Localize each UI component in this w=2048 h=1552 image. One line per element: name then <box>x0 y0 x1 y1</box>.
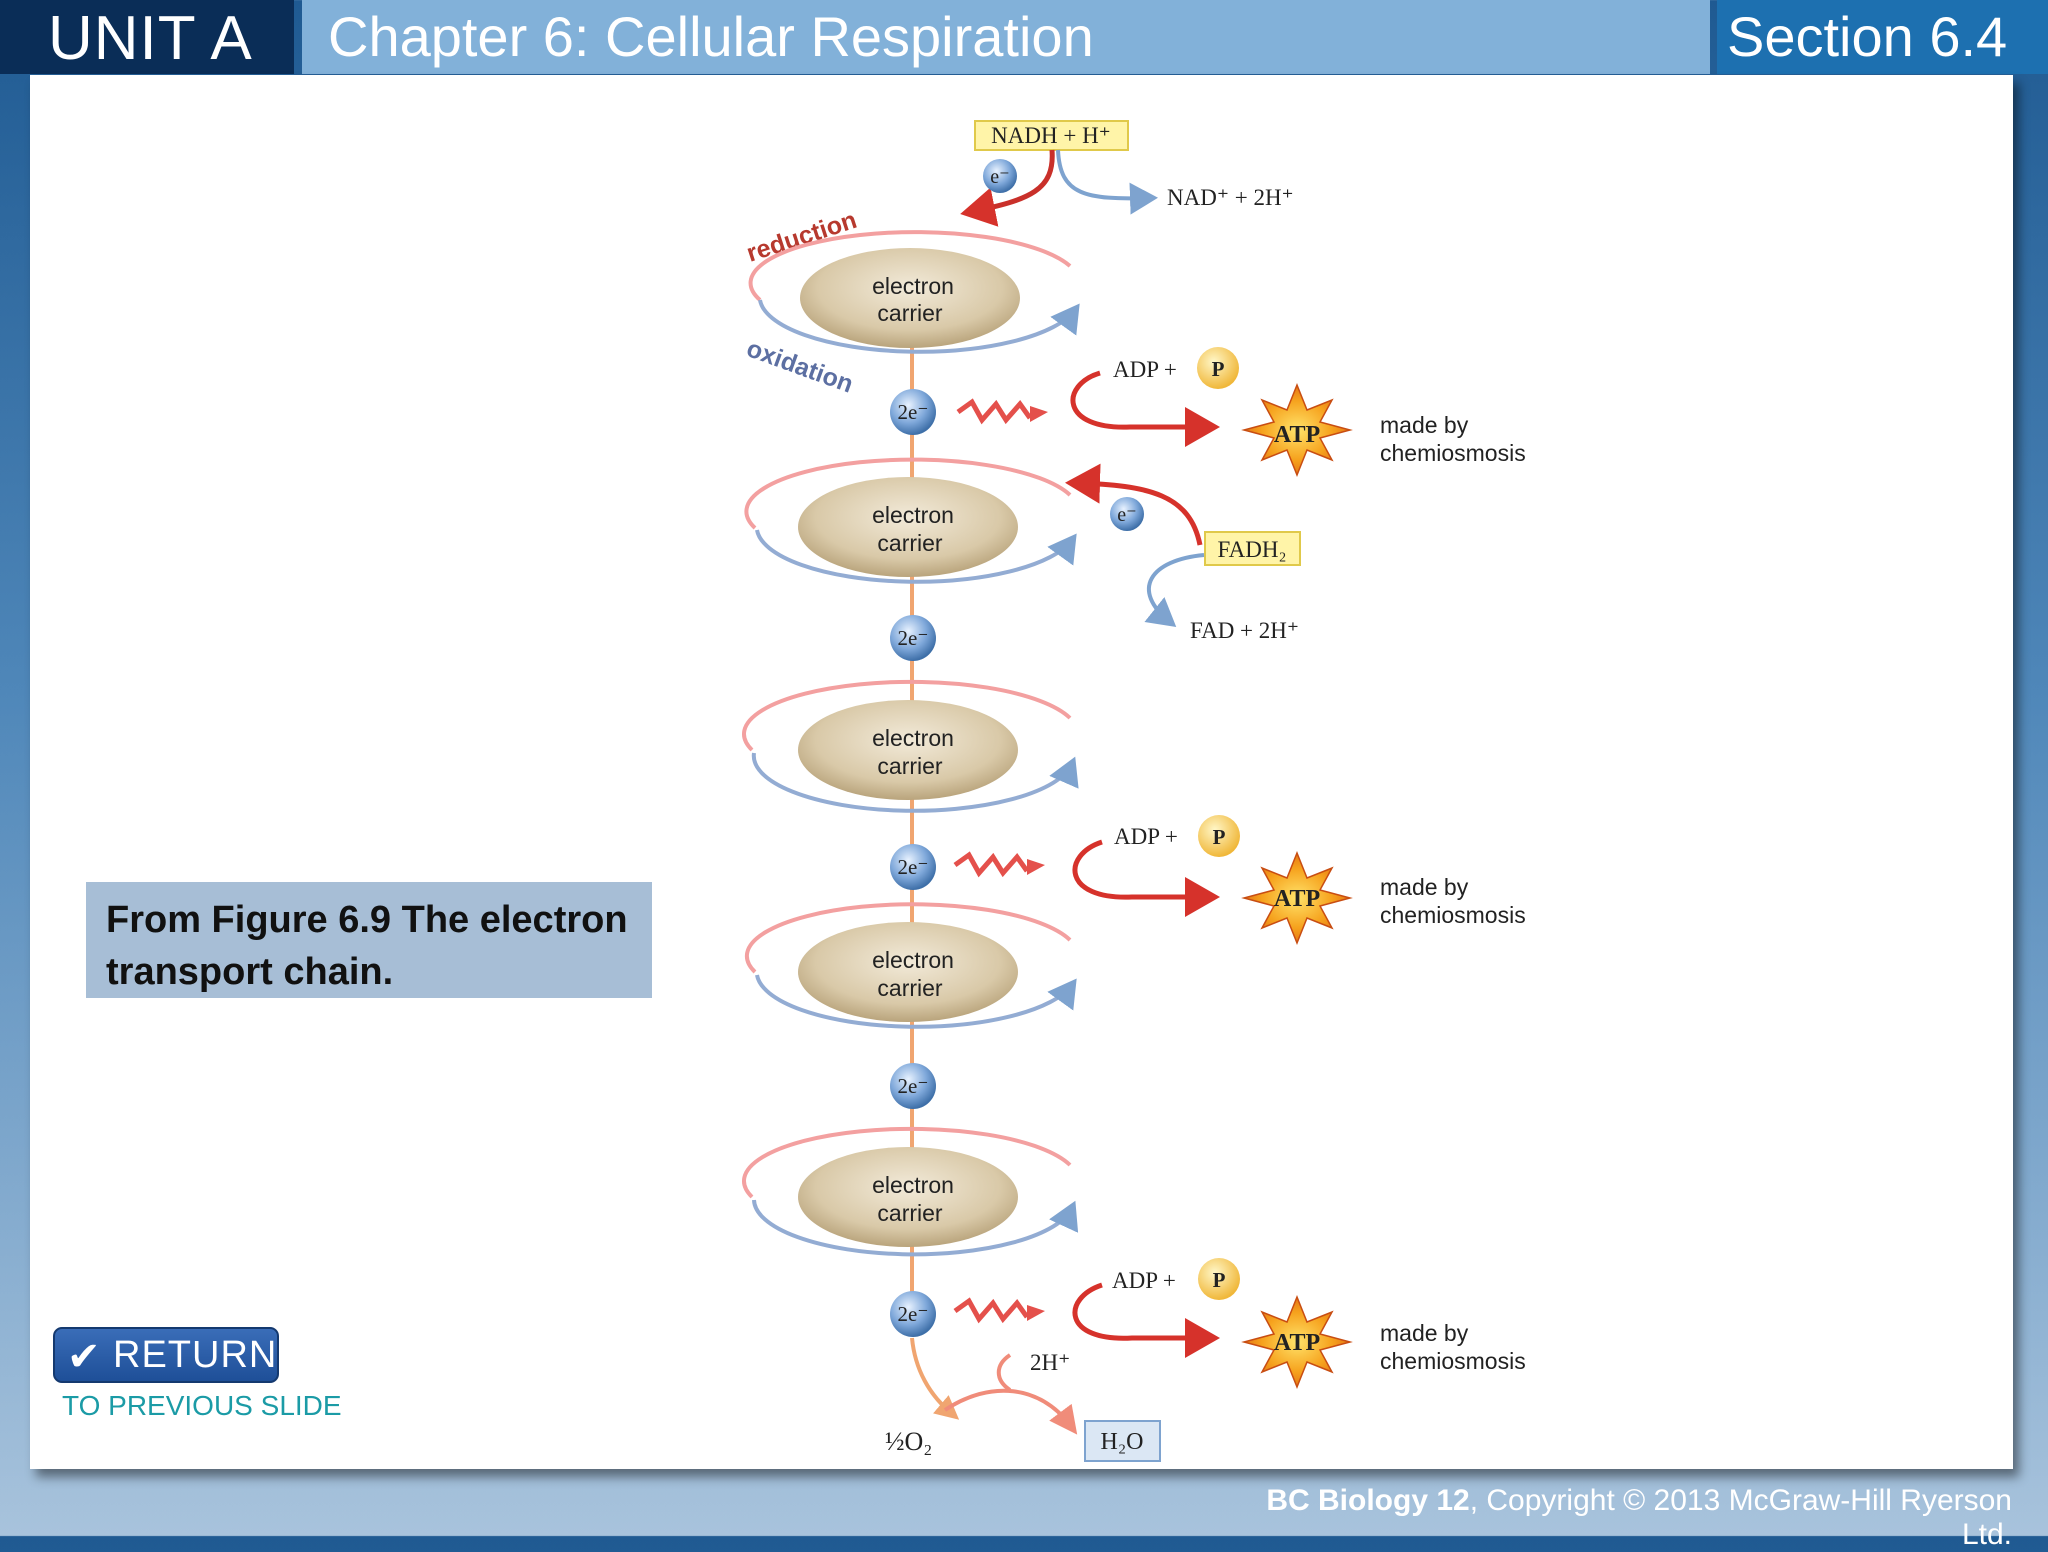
svg-text:2H⁺: 2H⁺ <box>1030 1350 1070 1375</box>
figure-caption: From Figure 6.9 The electron transport c… <box>86 882 652 998</box>
electron-pair-3: 2e⁻ <box>890 844 936 890</box>
phosphate-icon <box>1198 815 1240 857</box>
svg-text:P: P <box>1213 825 1226 849</box>
svg-text:made by: made by <box>1380 412 1469 438</box>
phosphate-icon <box>1197 347 1239 389</box>
electron-carrier-5: electron carrier <box>741 1126 1079 1257</box>
atp-starburst-icon <box>1241 1294 1353 1390</box>
atp-synthesis-3: ADP + P ATP made by chemiosmosis <box>1072 1258 1526 1390</box>
return-button[interactable]: ✔ RETURN <box>53 1327 279 1383</box>
energy-zigzag-1 <box>956 398 1048 425</box>
return-label: RETURN <box>113 1334 278 1376</box>
svg-text:electron: electron <box>872 725 954 751</box>
svg-text:P: P <box>1212 357 1225 381</box>
electron-carrier-3: electron carrier <box>741 679 1079 813</box>
electron-carrier-4: electron carrier <box>744 902 1077 1029</box>
svg-text:2e⁻: 2e⁻ <box>898 626 929 650</box>
water-formation: 2H⁺ ½O₂ H₂O <box>885 1337 1161 1462</box>
svg-text:carrier: carrier <box>877 753 943 779</box>
electron-carrier-1: electron carrier <box>748 230 1080 354</box>
svg-text:electron: electron <box>872 1172 954 1198</box>
svg-text:electron: electron <box>872 502 954 528</box>
svg-text:made by: made by <box>1380 1320 1469 1346</box>
electron-pair-2: 2e⁻ <box>890 615 936 661</box>
svg-text:ADP +: ADP + <box>1114 824 1178 849</box>
svg-text:ATP: ATP <box>1274 422 1320 448</box>
svg-text:chemiosmosis: chemiosmosis <box>1380 902 1526 928</box>
checkmark-icon: ✔ <box>67 1335 101 1379</box>
svg-text:carrier: carrier <box>877 530 943 556</box>
svg-text:made by: made by <box>1380 874 1469 900</box>
footer-book: BC Biology 12 <box>1266 1484 1470 1517</box>
svg-text:½O₂: ½O₂ <box>885 1427 932 1456</box>
nad-blue-arrow <box>1056 149 1158 215</box>
svg-text:electron: electron <box>872 273 954 299</box>
section-title: Section 6.4 <box>1717 0 2048 74</box>
unit-title: UNIT A <box>0 0 294 74</box>
svg-text:ADP +: ADP + <box>1113 357 1177 382</box>
fadh2-input: e⁻ FADH₂ FAD + 2H⁺ <box>1065 463 1301 643</box>
nadh-red-arrow <box>960 149 1055 227</box>
svg-text:carrier: carrier <box>877 975 943 1001</box>
svg-text:H₂O: H₂O <box>1100 1429 1143 1455</box>
electron-pair-4: 2e⁻ <box>890 1063 936 1109</box>
electron-icon: e⁻ <box>983 159 1017 193</box>
svg-text:chemiosmosis: chemiosmosis <box>1380 1348 1526 1374</box>
svg-text:FADH₂: FADH₂ <box>1218 537 1287 562</box>
header-bar: UNIT A Chapter 6: Cellular Respiration S… <box>0 0 2048 74</box>
svg-text:electron: electron <box>872 947 954 973</box>
atp-starburst-icon <box>1241 850 1353 946</box>
svg-text:carrier: carrier <box>877 1200 943 1226</box>
slide-content <box>30 75 2013 1469</box>
footer-copyright: BC Biology 12, Copyright © 2013 McGraw-H… <box>1242 1484 2012 1552</box>
atp-starburst-icon <box>1241 382 1353 478</box>
chapter-title: Chapter 6: Cellular Respiration <box>302 0 1710 74</box>
electron-pair-5: 2e⁻ <box>890 1291 936 1337</box>
svg-text:P: P <box>1213 1268 1226 1292</box>
svg-text:ADP +: ADP + <box>1112 1268 1176 1293</box>
svg-text:FAD + 2H⁺: FAD + 2H⁺ <box>1190 618 1299 643</box>
svg-text:2e⁻: 2e⁻ <box>898 400 929 424</box>
svg-text:chemiosmosis: chemiosmosis <box>1380 440 1526 466</box>
energy-zigzag-3 <box>953 1297 1045 1324</box>
atp-synthesis-1: ADP + P ATP made by chemiosmosis <box>1070 347 1526 478</box>
svg-text:2e⁻: 2e⁻ <box>898 855 929 879</box>
svg-text:e⁻: e⁻ <box>990 166 1009 188</box>
nad-label: NAD⁺ + 2H⁺ <box>1167 185 1294 210</box>
svg-text:e⁻: e⁻ <box>1117 504 1136 526</box>
footer-copyright-text: , Copyright © 2013 McGraw-Hill Ryerson L… <box>1469 1484 2012 1551</box>
nadh-label: NADH + H⁺ <box>974 120 1129 151</box>
energy-zigzag-2 <box>953 851 1045 878</box>
atp-synthesis-2: ADP + P ATP made by chemiosmosis <box>1072 815 1526 946</box>
electron-carrier-2: electron carrier <box>744 457 1077 584</box>
electron-pair-1: 2e⁻ <box>890 389 936 435</box>
svg-text:2e⁻: 2e⁻ <box>898 1074 929 1098</box>
svg-text:ATP: ATP <box>1274 1330 1320 1356</box>
return-subtitle[interactable]: TO PREVIOUS SLIDE <box>62 1390 342 1421</box>
svg-text:NADH + H⁺: NADH + H⁺ <box>991 123 1111 148</box>
svg-text:2e⁻: 2e⁻ <box>898 1302 929 1326</box>
svg-text:ATP: ATP <box>1274 886 1320 912</box>
svg-text:carrier: carrier <box>877 300 943 326</box>
phosphate-icon <box>1198 1258 1240 1300</box>
electron-icon <box>1110 497 1144 531</box>
